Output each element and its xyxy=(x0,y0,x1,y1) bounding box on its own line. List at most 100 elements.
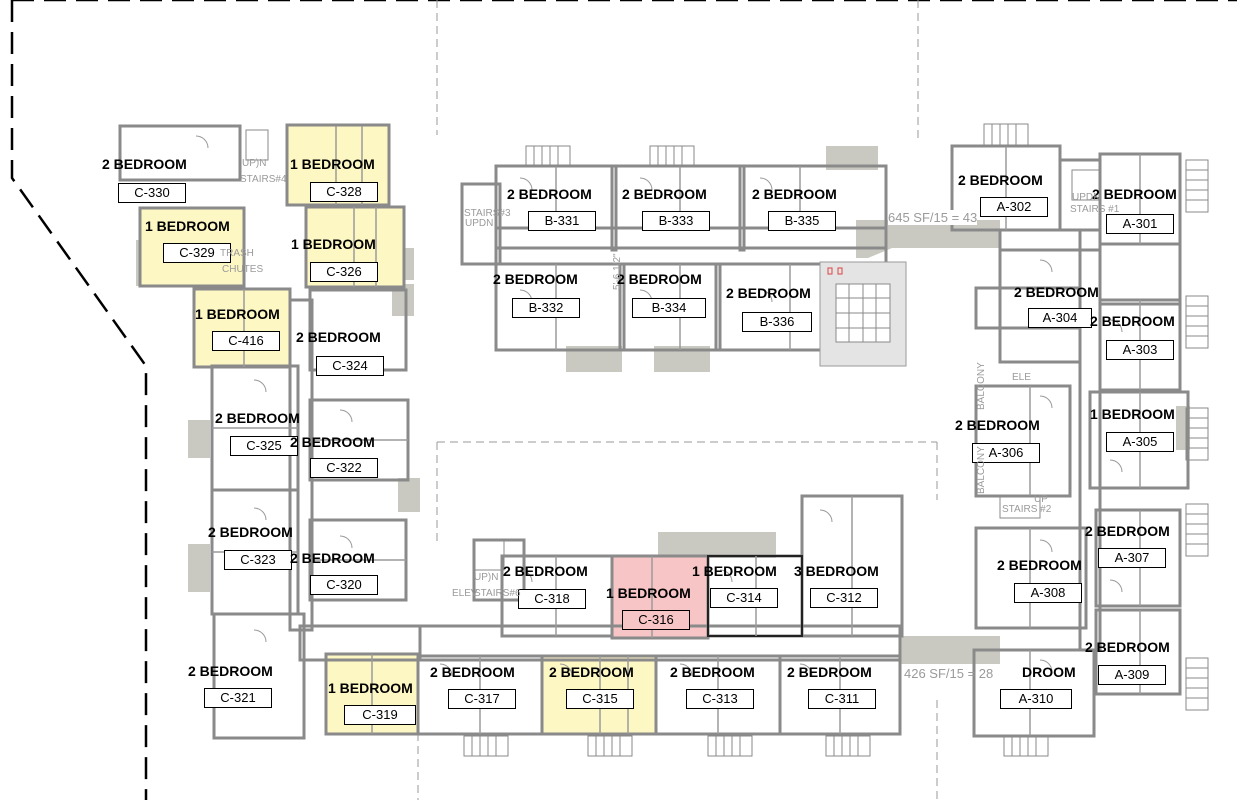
unit-number-a305[interactable]: A-305 xyxy=(1106,432,1174,452)
unit-type-c317: 2 BEDROOM xyxy=(430,664,515,680)
unit-number-a310[interactable]: A-310 xyxy=(1000,689,1072,709)
unit-number-c316[interactable]: C-316 xyxy=(622,610,690,630)
unit-number-a307[interactable]: A-307 xyxy=(1098,548,1166,568)
elev-label: ELEV xyxy=(452,588,478,599)
updn-label-b: UPDN xyxy=(465,218,494,229)
unit-number-c328[interactable]: C-328 xyxy=(310,182,378,202)
up-label-a: UP xyxy=(1034,494,1048,505)
unit-type-a304: 2 BEDROOM xyxy=(1014,284,1099,300)
unit-type-b333: 2 BEDROOM xyxy=(622,186,707,202)
unit-type-a305: 1 BEDROOM xyxy=(1090,406,1175,422)
unit-type-b335: 2 BEDROOM xyxy=(752,186,837,202)
unit-type-c322: 2 BEDROOM xyxy=(290,434,375,450)
unit-number-c324[interactable]: C-324 xyxy=(316,356,384,376)
unit-number-b336[interactable]: B-336 xyxy=(742,312,812,332)
unit-number-b332[interactable]: B-332 xyxy=(512,298,580,318)
balconies xyxy=(463,123,1209,757)
unit-type-c318: 2 BEDROOM xyxy=(503,563,588,579)
balcony-hatching xyxy=(471,124,1208,756)
stairs-label-3: STAIRS#3 xyxy=(464,208,511,219)
property-boundary-west xyxy=(10,0,148,800)
unit-number-c322[interactable]: C-322 xyxy=(310,458,378,478)
balcony-label-2: BALCONY xyxy=(976,446,987,494)
unit-type-a308: 2 BEDROOM xyxy=(997,557,1082,573)
unit-type-b336: 2 BEDROOM xyxy=(726,285,811,301)
unit-number-c320[interactable]: C-320 xyxy=(310,575,378,595)
unit-type-c325: 2 BEDROOM xyxy=(215,410,300,426)
unit-number-c313[interactable]: C-313 xyxy=(686,689,754,709)
stairs-label-1: STAIRS #1 xyxy=(1070,204,1120,215)
unit-type-c329: 1 BEDROOM xyxy=(145,218,230,234)
unit-number-a309[interactable]: A-309 xyxy=(1098,665,1166,685)
unit-number-c314[interactable]: C-314 xyxy=(710,588,778,608)
unit-number-c315[interactable]: C-315 xyxy=(566,689,634,709)
unit-type-c416: 1 BEDROOM xyxy=(195,306,280,322)
unit-outline-c314 xyxy=(707,555,803,637)
chutes-label: CHUTES xyxy=(222,264,264,275)
unit-type-a301: 2 BEDROOM xyxy=(1092,186,1177,202)
unit-number-c312[interactable]: C-312 xyxy=(810,588,878,608)
dimension-label: 5'-6 1/2" xyxy=(612,253,623,290)
unit-type-a306: 2 BEDROOM xyxy=(955,417,1040,433)
unit-type-b331: 2 BEDROOM xyxy=(507,186,592,202)
balcony-label-1: BALCONY xyxy=(976,362,987,410)
unit-number-a301[interactable]: A-301 xyxy=(1106,214,1174,234)
up-label-south: UP)N xyxy=(474,572,499,583)
grid-lines xyxy=(417,0,938,800)
unit-number-b333[interactable]: B-333 xyxy=(642,211,710,231)
door-swings xyxy=(195,135,1123,677)
unit-number-b331[interactable]: B-331 xyxy=(528,211,596,231)
area-note-north: 645 SF/15 = 43 xyxy=(888,210,978,225)
unit-number-b335[interactable]: B-335 xyxy=(768,211,836,231)
unit-number-b334[interactable]: B-334 xyxy=(632,298,706,318)
unit-type-a303: 2 BEDROOM xyxy=(1090,313,1175,329)
stairs-label-2: STAIRS #2 xyxy=(1002,504,1052,515)
unit-number-a303[interactable]: A-303 xyxy=(1106,340,1174,360)
unit-type-c311: 2 BEDROOM xyxy=(787,664,872,680)
unit-type-c315: 2 BEDROOM xyxy=(549,664,634,680)
stairs-label-6: STAIRS#6 xyxy=(474,588,521,599)
stairs-label-4: STAIRS#4 xyxy=(240,174,287,185)
unit-number-a302[interactable]: A-302 xyxy=(980,197,1048,217)
unit-number-a308[interactable]: A-308 xyxy=(1014,583,1082,603)
stairs xyxy=(245,129,1101,571)
unit-type-c314: 1 BEDROOM xyxy=(692,563,777,579)
trash-label: TRASH xyxy=(220,248,254,259)
unit-type-c323: 2 BEDROOM xyxy=(208,524,293,540)
unit-number-c319[interactable]: C-319 xyxy=(344,705,416,725)
unit-number-c321[interactable]: C-321 xyxy=(204,688,272,708)
unit-type-c316: 1 BEDROOM xyxy=(606,585,691,601)
unit-type-b334: 2 BEDROOM xyxy=(617,271,702,287)
unit-number-c416[interactable]: C-416 xyxy=(212,331,280,351)
courtyard-skylight xyxy=(819,261,907,367)
up-label-c: UP)N xyxy=(242,158,267,169)
unit-type-c321: 2 BEDROOM xyxy=(188,663,273,679)
unit-type-a310: DROOM xyxy=(1022,664,1076,680)
unit-type-c320: 2 BEDROOM xyxy=(290,550,375,566)
area-note-south: 426 SF/15 = 28 xyxy=(904,666,994,681)
unit-number-c329[interactable]: C-329 xyxy=(163,243,231,263)
unit-type-a307: 2 BEDROOM xyxy=(1085,523,1170,539)
unit-type-b332: 2 BEDROOM xyxy=(493,271,578,287)
unit-number-c323[interactable]: C-323 xyxy=(224,550,292,570)
unit-type-c324: 2 BEDROOM xyxy=(296,329,381,345)
unit-number-c317[interactable]: C-317 xyxy=(448,689,516,709)
unit-number-c318[interactable]: C-318 xyxy=(518,589,586,609)
unit-type-c330: 2 BEDROOM xyxy=(102,156,187,172)
unit-number-c311[interactable]: C-311 xyxy=(808,689,876,709)
unit-type-a309: 2 BEDROOM xyxy=(1085,639,1170,655)
unit-type-c326: 1 BEDROOM xyxy=(291,236,376,252)
unit-number-c326[interactable]: C-326 xyxy=(310,262,378,282)
unit-number-a304[interactable]: A-304 xyxy=(1028,308,1092,328)
unit-type-c312: 3 BEDROOM xyxy=(794,563,879,579)
unit-number-c330[interactable]: C-330 xyxy=(118,183,186,203)
unit-type-c319: 1 BEDROOM xyxy=(328,680,413,696)
unit-type-a302: 2 BEDROOM xyxy=(958,172,1043,188)
updn-label-a: UPDN xyxy=(1072,192,1101,203)
unit-number-c325[interactable]: C-325 xyxy=(230,436,298,456)
unit-number-a306[interactable]: A-306 xyxy=(972,443,1040,463)
unit-type-c328: 1 BEDROOM xyxy=(290,156,375,172)
elev-label-east: ELE xyxy=(1012,372,1031,383)
unit-type-c313: 2 BEDROOM xyxy=(670,664,755,680)
